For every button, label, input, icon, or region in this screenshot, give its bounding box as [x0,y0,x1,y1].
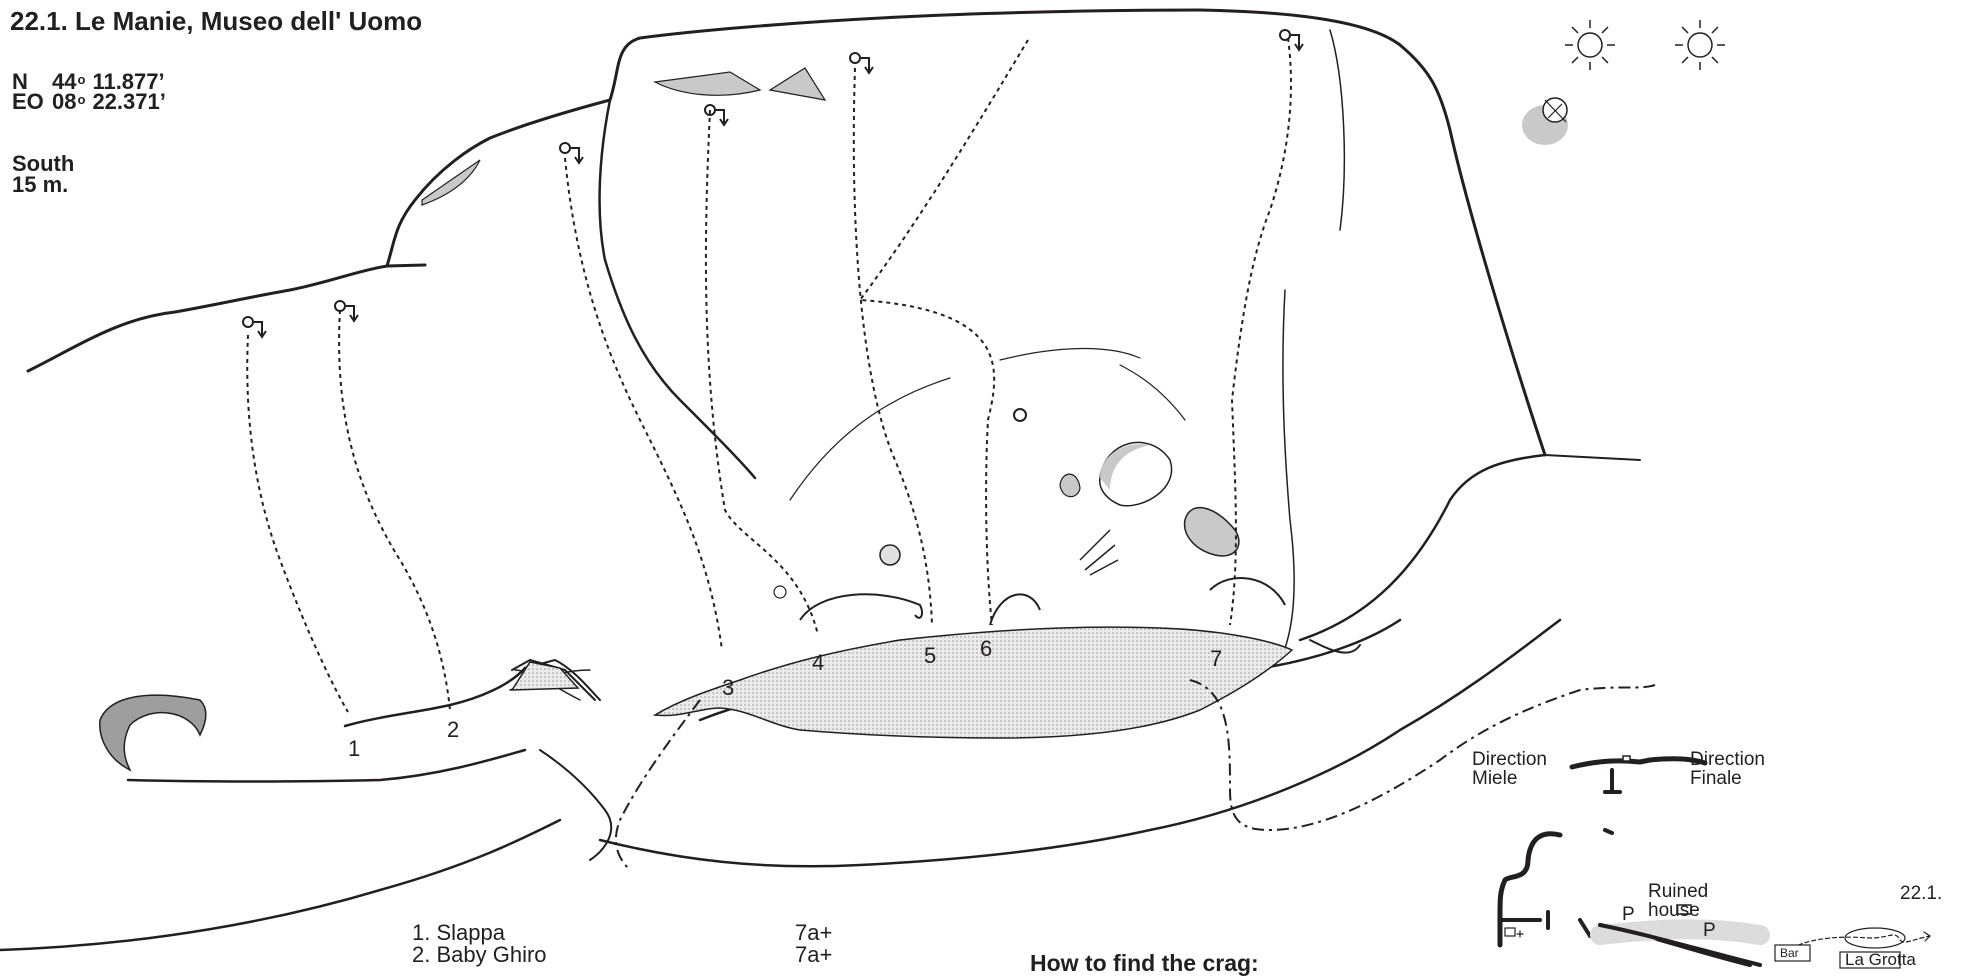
route-line-1 [247,335,348,712]
ground-line-2 [128,750,525,782]
route-number-3: 3 [722,675,734,701]
road-main [1572,759,1705,767]
route-number-1: 1 [348,736,360,762]
route-line-6 [860,40,1028,625]
route-line-2 [339,310,450,710]
route-line-7 [1230,38,1291,625]
pillar-left-edge [600,100,755,478]
route-list-item: 1. Slappa [412,922,505,944]
crag-reference-label: 22.1. [1900,884,1942,903]
route-number-2: 2 [447,717,459,743]
ground-line [345,668,525,726]
right-rock-base2 [1545,455,1640,460]
route-line-3 [565,158,722,650]
hole-right [1185,508,1239,556]
route-number-4: 4 [812,650,824,676]
approach-path-left [616,700,700,870]
route-number-5: 5 [924,643,936,669]
small-ledge [512,662,578,690]
sun-icon [1565,20,1615,70]
sun-icon [1675,20,1725,70]
ruined-house-label: Ruined house [1648,882,1708,920]
route-number-6: 6 [980,636,992,662]
bar-label: Bar [1780,946,1799,960]
right-flank [1330,30,1344,230]
route-grade: 7a+ [795,944,832,966]
rock-outline [28,10,1545,455]
route-list-item: 2. Baby Ghiro [412,944,547,966]
rock-edge [387,265,425,266]
direction-finale-label: Direction Finale [1690,750,1765,788]
route-number-7: 7 [1210,646,1222,672]
top-flake [655,72,760,95]
top-flake-2 [770,68,825,100]
right-rock-base [1300,455,1545,640]
route-line-5 [854,68,932,625]
route-grade: 7a+ [795,922,832,944]
approach-path-right [1190,680,1655,830]
parking-label: P [1622,905,1635,924]
route-line-4 [706,110,818,635]
right-flank-lower [1280,290,1294,660]
parking-label: P [1703,921,1716,940]
direction-miele-label: Direction Miele [1472,750,1547,788]
shade-umbrella-icon [1522,98,1568,145]
la-grotta-label: La Grotta [1845,950,1916,969]
cave-lower-left [100,695,206,770]
how-to-find-heading: How to find the crag: [1030,950,1259,977]
